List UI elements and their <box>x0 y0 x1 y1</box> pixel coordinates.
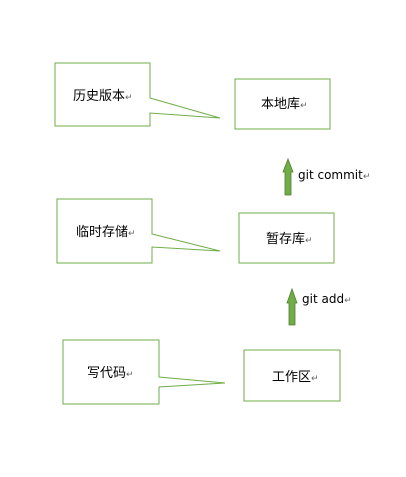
arrow-commit: git commit↵ <box>282 157 370 196</box>
paragraph-mark-icon: ↵ <box>128 229 136 239</box>
paragraph-mark-icon: ↵ <box>305 236 313 246</box>
svg-text:临时存储↵: 临时存储↵ <box>76 225 136 240</box>
svg-text:本地库↵: 本地库↵ <box>261 96 308 112</box>
svg-text:工作区↵: 工作区↵ <box>272 370 319 385</box>
box-working-dir: 工作区↵ <box>243 349 341 402</box>
box-local-repo-rect <box>234 78 331 130</box>
svg-text:写代码↵: 写代码↵ <box>87 366 134 381</box>
callout-write-code: 写代码↵ <box>62 339 226 405</box>
paragraph-mark-icon: ↵ <box>125 93 133 103</box>
arrow-add-label: git add <box>302 292 344 306</box>
paragraph-mark-icon: ↵ <box>363 172 371 182</box>
paragraph-mark-icon: ↵ <box>344 296 352 306</box>
arrow-add: git add↵ <box>286 287 352 326</box>
svg-text:git add↵: git add↵ <box>302 292 352 306</box>
svg-text:历史版本↵: 历史版本↵ <box>73 89 133 104</box>
callout-temp-storage-shape <box>56 198 221 264</box>
callout-temp-storage: 临时存储↵ <box>56 198 221 264</box>
box-staging-area-label: 暂存库 <box>266 231 305 247</box>
box-staging-area-rect <box>238 212 335 264</box>
box-local-repo: 本地库↵ <box>234 78 331 130</box>
callout-history-shape <box>54 62 221 127</box>
callout-write-code-shape <box>62 339 226 405</box>
arrow-commit-label: git commit <box>298 168 363 182</box>
paragraph-mark-icon: ↵ <box>126 370 134 380</box>
box-working-dir-rect <box>243 349 341 402</box>
box-staging-area: 暂存库↵ <box>238 212 335 264</box>
svg-text:git commit↵: git commit↵ <box>298 168 370 182</box>
callout-write-code-label: 写代码 <box>87 366 126 381</box>
box-working-dir-label: 工作区 <box>272 370 311 385</box>
paragraph-mark-icon: ↵ <box>311 374 319 384</box>
callout-history-label: 历史版本 <box>73 89 125 104</box>
arrow-up-icon <box>282 157 294 196</box>
callout-history: 历史版本↵ <box>54 62 221 127</box>
paragraph-mark-icon: ↵ <box>300 101 308 111</box>
arrow-up-icon <box>286 287 298 326</box>
box-local-repo-label: 本地库 <box>261 96 300 112</box>
callout-temp-storage-label: 临时存储 <box>76 225 128 240</box>
svg-text:暂存库↵: 暂存库↵ <box>266 231 313 247</box>
